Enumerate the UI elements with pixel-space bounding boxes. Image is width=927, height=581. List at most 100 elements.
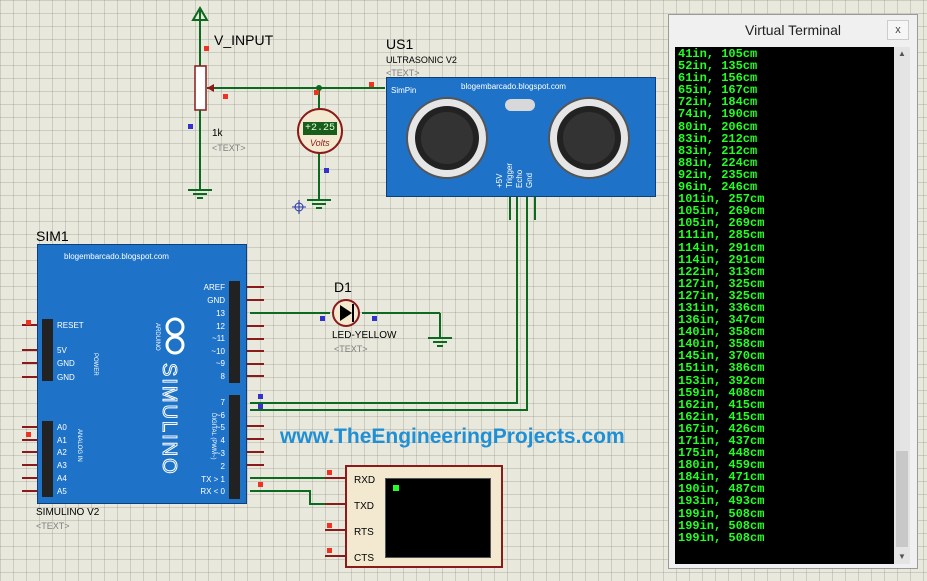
scroll-down-icon[interactable]: ▼ [898,552,906,561]
pin-a4: A4 [57,474,67,483]
vt-line: 80in, 206cm [678,119,758,134]
pin-10: ~10 [211,347,225,356]
sim1-ref: SIM1 [36,228,69,244]
vt-line: 140in, 358cm [678,337,765,352]
us1-model: ULTRASONIC V2 [386,55,457,65]
pin-gnd-2: GND [57,373,75,382]
vt-line: 65in, 167cm [678,83,758,98]
vt-line: 83in, 212cm [678,143,758,158]
header-analog [42,421,53,497]
pin-4: 4 [220,436,225,445]
vt-line: 159in, 408cm [678,385,765,400]
transducer-right-icon [548,97,630,179]
arduino-blog: blogembarcado.blogspot.com [64,252,169,261]
vt-line: 199in, 508cm [678,506,765,521]
vt-line: 140in, 358cm [678,325,765,340]
transducer-left-icon [406,97,488,179]
vt-line: 193in, 493cm [678,494,765,509]
us1-ref: US1 [386,36,414,52]
us1-pin-echo: Echo [515,169,524,188]
vt-line: 167in, 426cm [678,421,765,436]
vt-line: 127in, 325cm [678,288,765,303]
pin-7: 7 [220,398,225,407]
us1-pin-5v: +5V [495,173,504,188]
pin-gnd-d: GND [207,296,225,305]
pin-a0: A0 [57,423,67,432]
close-button[interactable]: x [887,20,909,40]
pin-a3: A3 [57,461,67,470]
pin-11: ~11 [212,334,225,343]
vt-line: 92in, 235cm [678,167,758,182]
vt-line: 41in, 105cm [678,47,758,61]
vt-line: 199in, 508cm [678,530,765,545]
pin-aref: AREF [203,283,225,292]
vt-line: 114in, 291cm [678,252,765,267]
arduino-board[interactable]: blogembarcado.blogspot.com RESET 5V GND … [37,244,247,504]
vt-line: 88in, 224cm [678,155,758,170]
pot-text-placeholder: <TEXT> [212,143,246,153]
arduino-logo-text: ARDUINO [154,323,160,351]
pin-2: 2 [220,462,225,471]
term-pin-rxd: RXD [354,475,376,486]
ultrasonic-board[interactable]: blogembarcado.blogspot.com SimPin +5V Tr… [386,77,656,197]
terminal-component[interactable]: RXD TXD RTS CTS [345,465,503,568]
vt-title: Virtual Terminal [745,22,841,38]
pin-8: 8 [220,372,225,381]
us1-simpin: SimPin [391,86,417,95]
header-power [42,319,53,381]
arduino-logo-icon [165,317,185,355]
vt-line: 175in, 448cm [678,446,765,461]
vt-line: 180in, 459cm [678,458,765,473]
analog-label: ANALOG IN [76,429,82,462]
pin-a2: A2 [57,448,67,457]
sim1-text-placeholder: <TEXT> [36,521,70,531]
vt-scrollbar[interactable]: ▲ ▼ [894,47,910,564]
header-digital-low [229,395,240,499]
scroll-thumb[interactable] [896,451,908,547]
vt-line: 111in, 285cm [678,228,765,243]
pin-5: ~5 [215,423,225,432]
vt-line: 171in, 437cm [678,434,765,448]
vt-line: 199in, 508cm [678,518,765,533]
pin-rx: RX < 0 [200,487,225,496]
voltmeter-unit: Volts [310,138,330,148]
us1-crystal [505,99,535,111]
vt-line: 101in, 257cm [678,192,765,207]
vt-line: 136in, 347cm [678,313,765,328]
pin-3: ~3 [215,449,225,458]
power-label: POWER [92,353,98,376]
vt-line: 72in, 184cm [678,95,758,110]
term-pin-rts: RTS [354,527,374,538]
sim1-model: SIMULINO V2 [36,507,100,518]
pin-13: 13 [216,309,225,318]
vt-line: 127in, 325cm [678,276,765,291]
vt-line: 96in, 246cm [678,180,758,195]
header-digital-high [229,281,240,383]
scroll-up-icon[interactable]: ▲ [898,49,906,58]
vt-line: 52in, 135cm [678,59,758,74]
pot-value: 1k [212,128,223,139]
vinput-label: V_INPUT [214,32,274,48]
vt-line: 114in, 291cm [678,240,765,255]
led-ref: D1 [334,279,352,295]
pin-tx: TX > 1 [201,475,225,484]
vt-line: 184in, 471cm [678,470,765,485]
us1-text-placeholder: <TEXT> [386,68,420,78]
pin-reset: RESET [57,321,84,330]
us1-pin-trigger: Trigger [505,162,514,188]
pin-a1: A1 [57,436,67,445]
vt-line: 122in, 313cm [678,264,765,279]
pin-a5: A5 [57,487,67,496]
vt-line: 190in, 487cm [678,482,765,497]
us1-blog: blogembarcado.blogspot.com [461,82,566,91]
vt-line: 145in, 370cm [678,349,765,364]
vt-line: 105in, 269cm [678,204,765,219]
us1-pin-gnd: Gnd [525,172,534,188]
watermark: www.TheEngineeringProjects.com [280,425,625,448]
vt-line: 74in, 190cm [678,107,758,122]
simulino-brand: SIMULINO [158,363,181,477]
pin-5v: 5V [57,346,67,355]
